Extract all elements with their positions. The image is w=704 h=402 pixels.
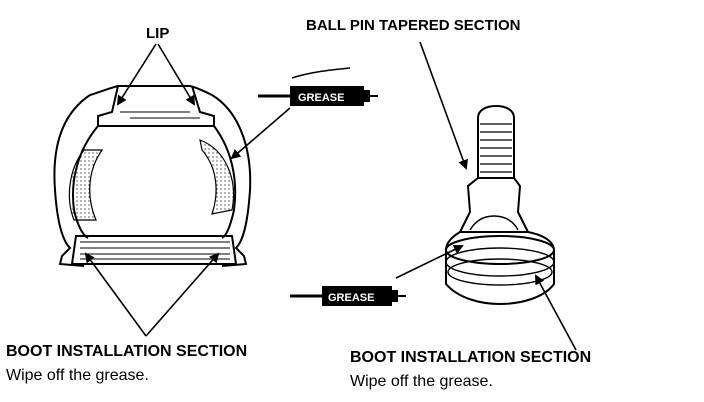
- boot-outer-right: [211, 94, 252, 267]
- ball-pin: [445, 104, 555, 306]
- boot-outer-left: [53, 94, 91, 267]
- arrow-boot-right: [535, 274, 577, 351]
- syringe-top-label: GREASE: [298, 92, 344, 104]
- label-wipe-left: Wipe off the grease.: [6, 367, 149, 384]
- boot-top-rim: [89, 85, 213, 96]
- boot-inner-right: [213, 125, 237, 239]
- boot-bottom-band: [70, 235, 238, 265]
- grease-area-left: [68, 149, 104, 221]
- arrow-grease-right-cavity: [230, 107, 291, 160]
- label-wipe-right: Wipe off the grease.: [350, 373, 493, 390]
- arrow-lip-left: [116, 43, 157, 106]
- label-boot-installation-left: BOOT INSTALLATION SECTION: [6, 343, 247, 360]
- label-ball-pin-tapered: BALL PIN TAPERED SECTION: [306, 17, 520, 34]
- syringe-bottom: GREASE: [290, 286, 406, 306]
- label-lip: LIP: [146, 25, 169, 42]
- arrow-ball-pin-tapered: [419, 41, 468, 170]
- arrow-boot-left-1: [84, 252, 147, 337]
- arrow-grease-ball-pin: [395, 244, 464, 279]
- grease-area-right: [199, 139, 235, 215]
- boot-cross-section: [53, 85, 252, 267]
- arrow-boot-left-2: [145, 252, 220, 337]
- ball-pin-thread: [477, 104, 515, 179]
- syringe-top: GREASE: [258, 67, 378, 106]
- ball-pin-taper: [458, 177, 530, 233]
- syringe-bottom-label: GREASE: [328, 292, 374, 304]
- label-boot-installation-right: BOOT INSTALLATION SECTION: [350, 349, 591, 366]
- ball-pin-body: [445, 231, 555, 306]
- arrow-lip-right: [157, 43, 196, 106]
